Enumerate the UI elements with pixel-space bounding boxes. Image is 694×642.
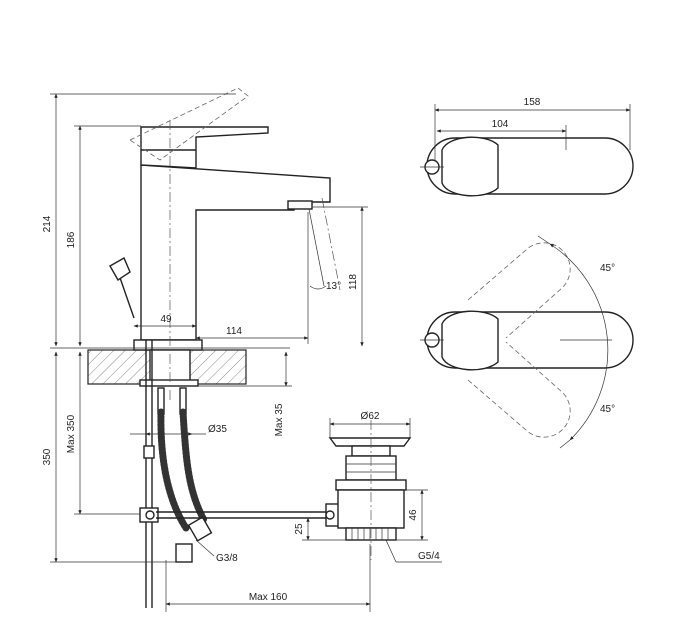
spout-aerator	[287, 200, 313, 210]
dim-114: 114	[226, 326, 242, 337]
hose-nut-right	[187, 516, 213, 542]
dim-118: 118	[348, 274, 359, 290]
dim-25: 25	[294, 523, 305, 535]
faucet-side-view	[87, 87, 341, 608]
dim-max-350: Max 350	[66, 414, 77, 453]
dim-45-degrees-bottom: 45°	[600, 404, 615, 415]
waste-body	[337, 489, 405, 529]
dim-max-35: Max 35	[274, 403, 285, 436]
dimension-lines	[50, 93, 631, 612]
rotated-outline-down	[467, 341, 571, 438]
dim-45-degrees-top: 45°	[600, 263, 615, 274]
hose-nut-left	[175, 543, 193, 563]
dim-13-degrees: 13°	[326, 281, 341, 292]
top-view-closed	[420, 136, 634, 197]
top-view-rotation	[420, 235, 634, 449]
dim-49: 49	[160, 314, 172, 325]
flex-hose-right	[179, 408, 208, 524]
dim-186: 186	[66, 231, 77, 248]
popup-waste	[156, 420, 412, 560]
dim-diameter-62: Ø62	[361, 411, 380, 422]
top-view-lever	[441, 136, 499, 197]
dim-g38: G3/8	[216, 553, 238, 564]
rotation-arc	[549, 243, 609, 441]
lever-raised-outline	[129, 87, 249, 161]
popup-rod	[117, 271, 135, 319]
dimension-labels: 214 186 118 49 114 13° 158 104 45° 45° M…	[42, 97, 615, 603]
dim-g54: G5/4	[418, 551, 440, 562]
popup-knob	[109, 257, 131, 281]
dim-104: 104	[492, 119, 509, 130]
dim-diameter-35: Ø35	[208, 424, 227, 435]
rotated-outline-up	[467, 242, 571, 339]
dim-46: 46	[408, 509, 419, 521]
dim-max-160: Max 160	[249, 592, 288, 603]
waste-flange	[328, 437, 412, 447]
base-plate	[133, 339, 203, 351]
dim-350: 350	[42, 448, 53, 465]
dim-158: 158	[524, 97, 541, 108]
dim-214: 214	[42, 215, 53, 232]
lever-handle	[140, 126, 269, 169]
